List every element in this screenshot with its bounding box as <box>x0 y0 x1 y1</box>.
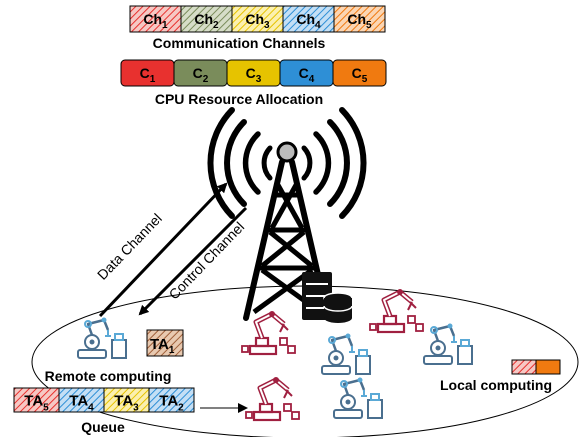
cpu-label: C1 <box>140 65 156 85</box>
data-channel-label: Data Channel <box>94 210 165 283</box>
local-computing-label: Local computing <box>440 377 552 393</box>
cpu-label: C4 <box>299 65 315 85</box>
local-task-box <box>511 359 537 375</box>
channel-label: Ch2 <box>194 11 219 31</box>
control-channel-label: Control Channel <box>166 219 248 303</box>
task-queue: TA5 TA4 TA3 TA2 <box>13 387 195 413</box>
data-channel-arrow <box>98 182 228 318</box>
queue-task-label: TA3 <box>114 392 139 413</box>
remote-computing-label: Remote computing <box>45 368 172 384</box>
cpu-label: C2 <box>193 65 209 85</box>
communication-channels-title: Communication Channels <box>153 35 326 51</box>
queue-task-box <box>13 387 60 413</box>
queue-task-box <box>103 387 150 413</box>
robot-arm-icon <box>370 289 423 332</box>
local-cpu-box <box>535 359 561 375</box>
remote-task-label: TA1 <box>150 336 175 356</box>
channel-label: Ch3 <box>245 11 270 31</box>
channel-box <box>129 5 182 33</box>
queue-task-box <box>148 387 195 413</box>
cpu-allocation-row: C1 C2 C3 C4 C5 <box>120 59 387 87</box>
control-channel-arrow <box>138 206 248 316</box>
robot-arm-icon <box>320 332 372 376</box>
queue-task-label: TA5 <box>24 392 49 413</box>
channel-label: Ch5 <box>347 11 372 31</box>
channel-box <box>282 5 335 33</box>
cpu-label: C5 <box>352 65 368 85</box>
cpu-label: C3 <box>246 65 262 85</box>
channel-label: Ch4 <box>296 11 321 31</box>
robot-arm-icon <box>242 311 295 354</box>
queue-task-label: TA4 <box>69 392 94 413</box>
robot-arm-icon <box>422 322 474 366</box>
communication-channels-row: Ch1 Ch2 Ch3 Ch4 Ch5 <box>129 5 386 33</box>
robot-arm-icon <box>246 377 299 420</box>
server-database-icon <box>302 272 353 323</box>
queue-task-label: TA2 <box>159 392 184 413</box>
robot-arm-icon <box>76 316 128 360</box>
queue-label: Queue <box>81 419 125 435</box>
cpu-allocation-title: CPU Resource Allocation <box>155 91 323 107</box>
cpu-box <box>332 59 387 87</box>
channel-box <box>333 5 386 33</box>
channel-box <box>231 5 284 33</box>
channel-label: Ch1 <box>143 11 168 31</box>
remote-task-box <box>146 329 184 357</box>
robot-arm-icon <box>332 376 384 420</box>
